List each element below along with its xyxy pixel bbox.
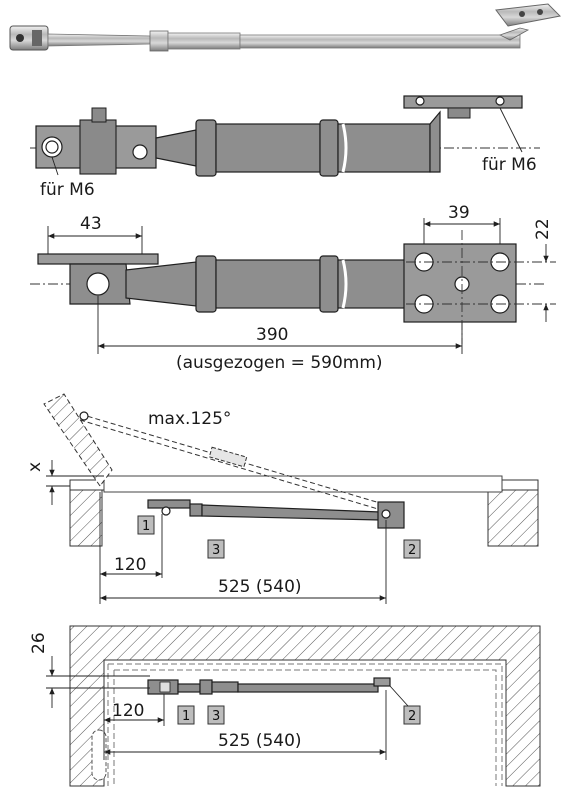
marker-top-3: 3 bbox=[212, 709, 220, 724]
dim-x-label: x bbox=[25, 462, 45, 472]
plan-view bbox=[30, 218, 556, 354]
door-section-view bbox=[43, 393, 539, 604]
dim-43-label: 43 bbox=[80, 214, 102, 234]
extended-length-note: (ausgezogen = 590mm) bbox=[176, 353, 383, 373]
marker-box-top-2 bbox=[403, 705, 421, 725]
dim-22-label: 22 bbox=[533, 218, 553, 240]
dim-390-label: 390 bbox=[256, 325, 288, 345]
dim-525-top-label: 525 (540) bbox=[218, 731, 302, 751]
dim-120-top-label: 120 bbox=[112, 701, 144, 721]
side-elevation-view bbox=[30, 95, 540, 177]
fuer-m6-left-label: für M6 bbox=[40, 180, 95, 200]
max-angle-label: max.125° bbox=[148, 409, 231, 429]
marker-top-1: 1 bbox=[182, 709, 190, 724]
product-photo bbox=[9, 3, 562, 52]
marker-top-2: 2 bbox=[408, 709, 416, 724]
marker-box-3 bbox=[207, 539, 225, 559]
frame-top-view bbox=[46, 625, 541, 787]
marker-box-1 bbox=[137, 515, 155, 535]
marker-box-top-1 bbox=[177, 705, 195, 725]
dim-26-label: 26 bbox=[29, 632, 49, 654]
marker-box-2 bbox=[403, 539, 421, 559]
marker-2: 2 bbox=[408, 543, 416, 558]
dim-120-side-label: 120 bbox=[114, 555, 146, 575]
marker-3: 3 bbox=[212, 543, 220, 558]
dim-525-side-label: 525 (540) bbox=[218, 577, 302, 597]
fuer-m6-right-label: für M6 bbox=[482, 155, 537, 175]
dim-39-label: 39 bbox=[448, 203, 470, 223]
marker-1: 1 bbox=[142, 519, 150, 534]
marker-box-top-3 bbox=[207, 705, 225, 725]
